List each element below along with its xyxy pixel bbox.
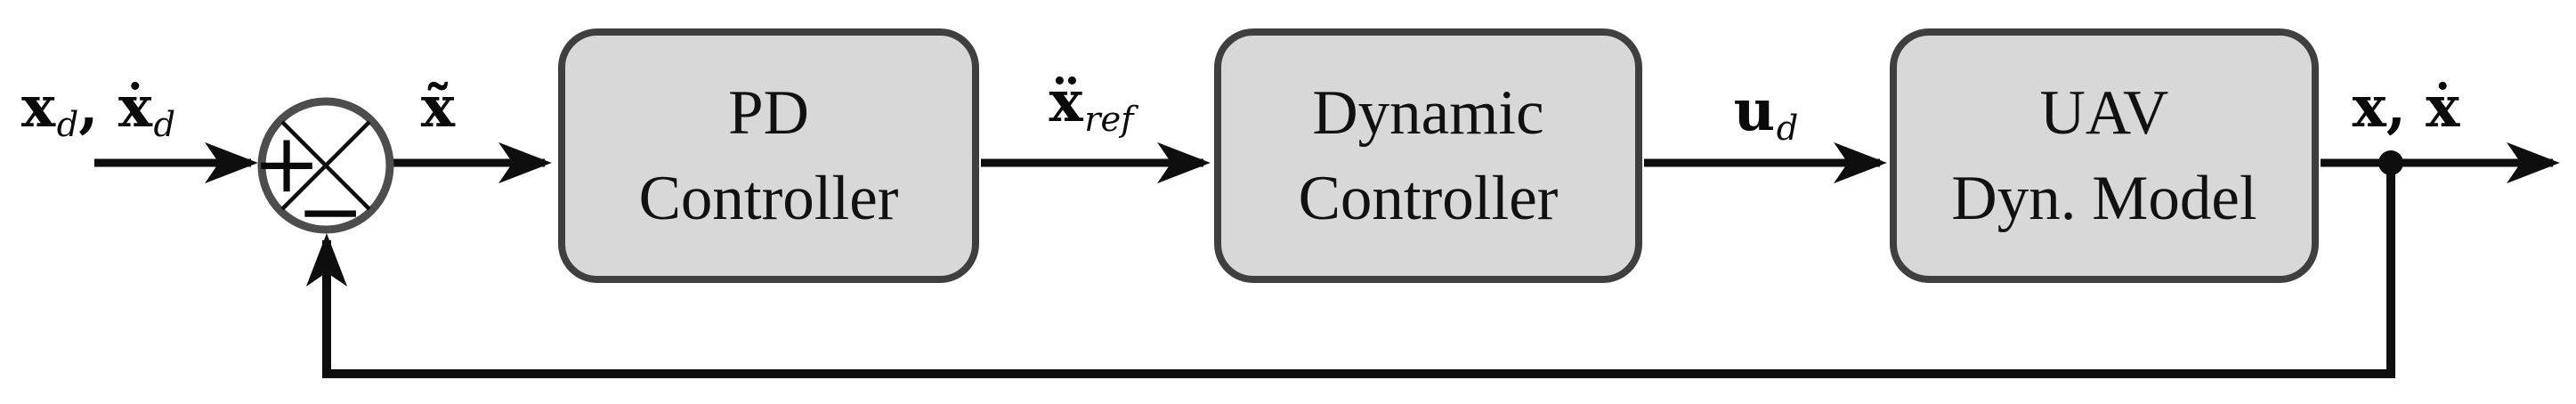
signal-label-ud: ud	[1734, 78, 1799, 149]
label-base: x̃	[420, 74, 456, 141]
block-label-line1: Dynamic	[1312, 78, 1544, 148]
label-subscript: d	[56, 104, 79, 145]
block-label-line1: PD	[728, 78, 809, 148]
label-base: ẋ	[117, 74, 152, 141]
feedback-path	[305, 166, 2395, 378]
block-label-line2: Controller	[638, 164, 899, 233]
label-base: u	[1733, 77, 1776, 144]
label-separator: ,	[78, 74, 118, 141]
signal-label-output: x, ẋ	[2353, 75, 2460, 141]
junction-cross-line-2	[280, 120, 371, 211]
label-subscript: d	[153, 104, 176, 145]
label-subscript: ref	[1084, 99, 1134, 140]
block-uav-model: UAV Dyn. Model	[1890, 28, 2319, 283]
block-pd-controller: PD Controller	[558, 28, 979, 283]
label-subscript: d	[1776, 108, 1799, 149]
signal-label-error: x̃	[421, 75, 455, 141]
label-base: ẋ	[2426, 74, 2460, 141]
block-label-line1: UAV	[2039, 78, 2169, 148]
block-label-line2: Dyn. Model	[1951, 164, 2257, 233]
signal-label-input: xd, ẋd	[21, 75, 175, 145]
block-label-line2: Controller	[1298, 164, 1559, 233]
signal-label-xref: ẍref	[1049, 69, 1134, 140]
block-dynamic-controller: Dynamic Controller	[1214, 28, 1642, 283]
label-base: x	[21, 74, 56, 141]
pickoff-dot	[2378, 150, 2403, 175]
label-separator: ,	[2386, 74, 2426, 141]
label-base: ẍ	[1049, 69, 1083, 135]
label-base: x	[2352, 74, 2386, 141]
